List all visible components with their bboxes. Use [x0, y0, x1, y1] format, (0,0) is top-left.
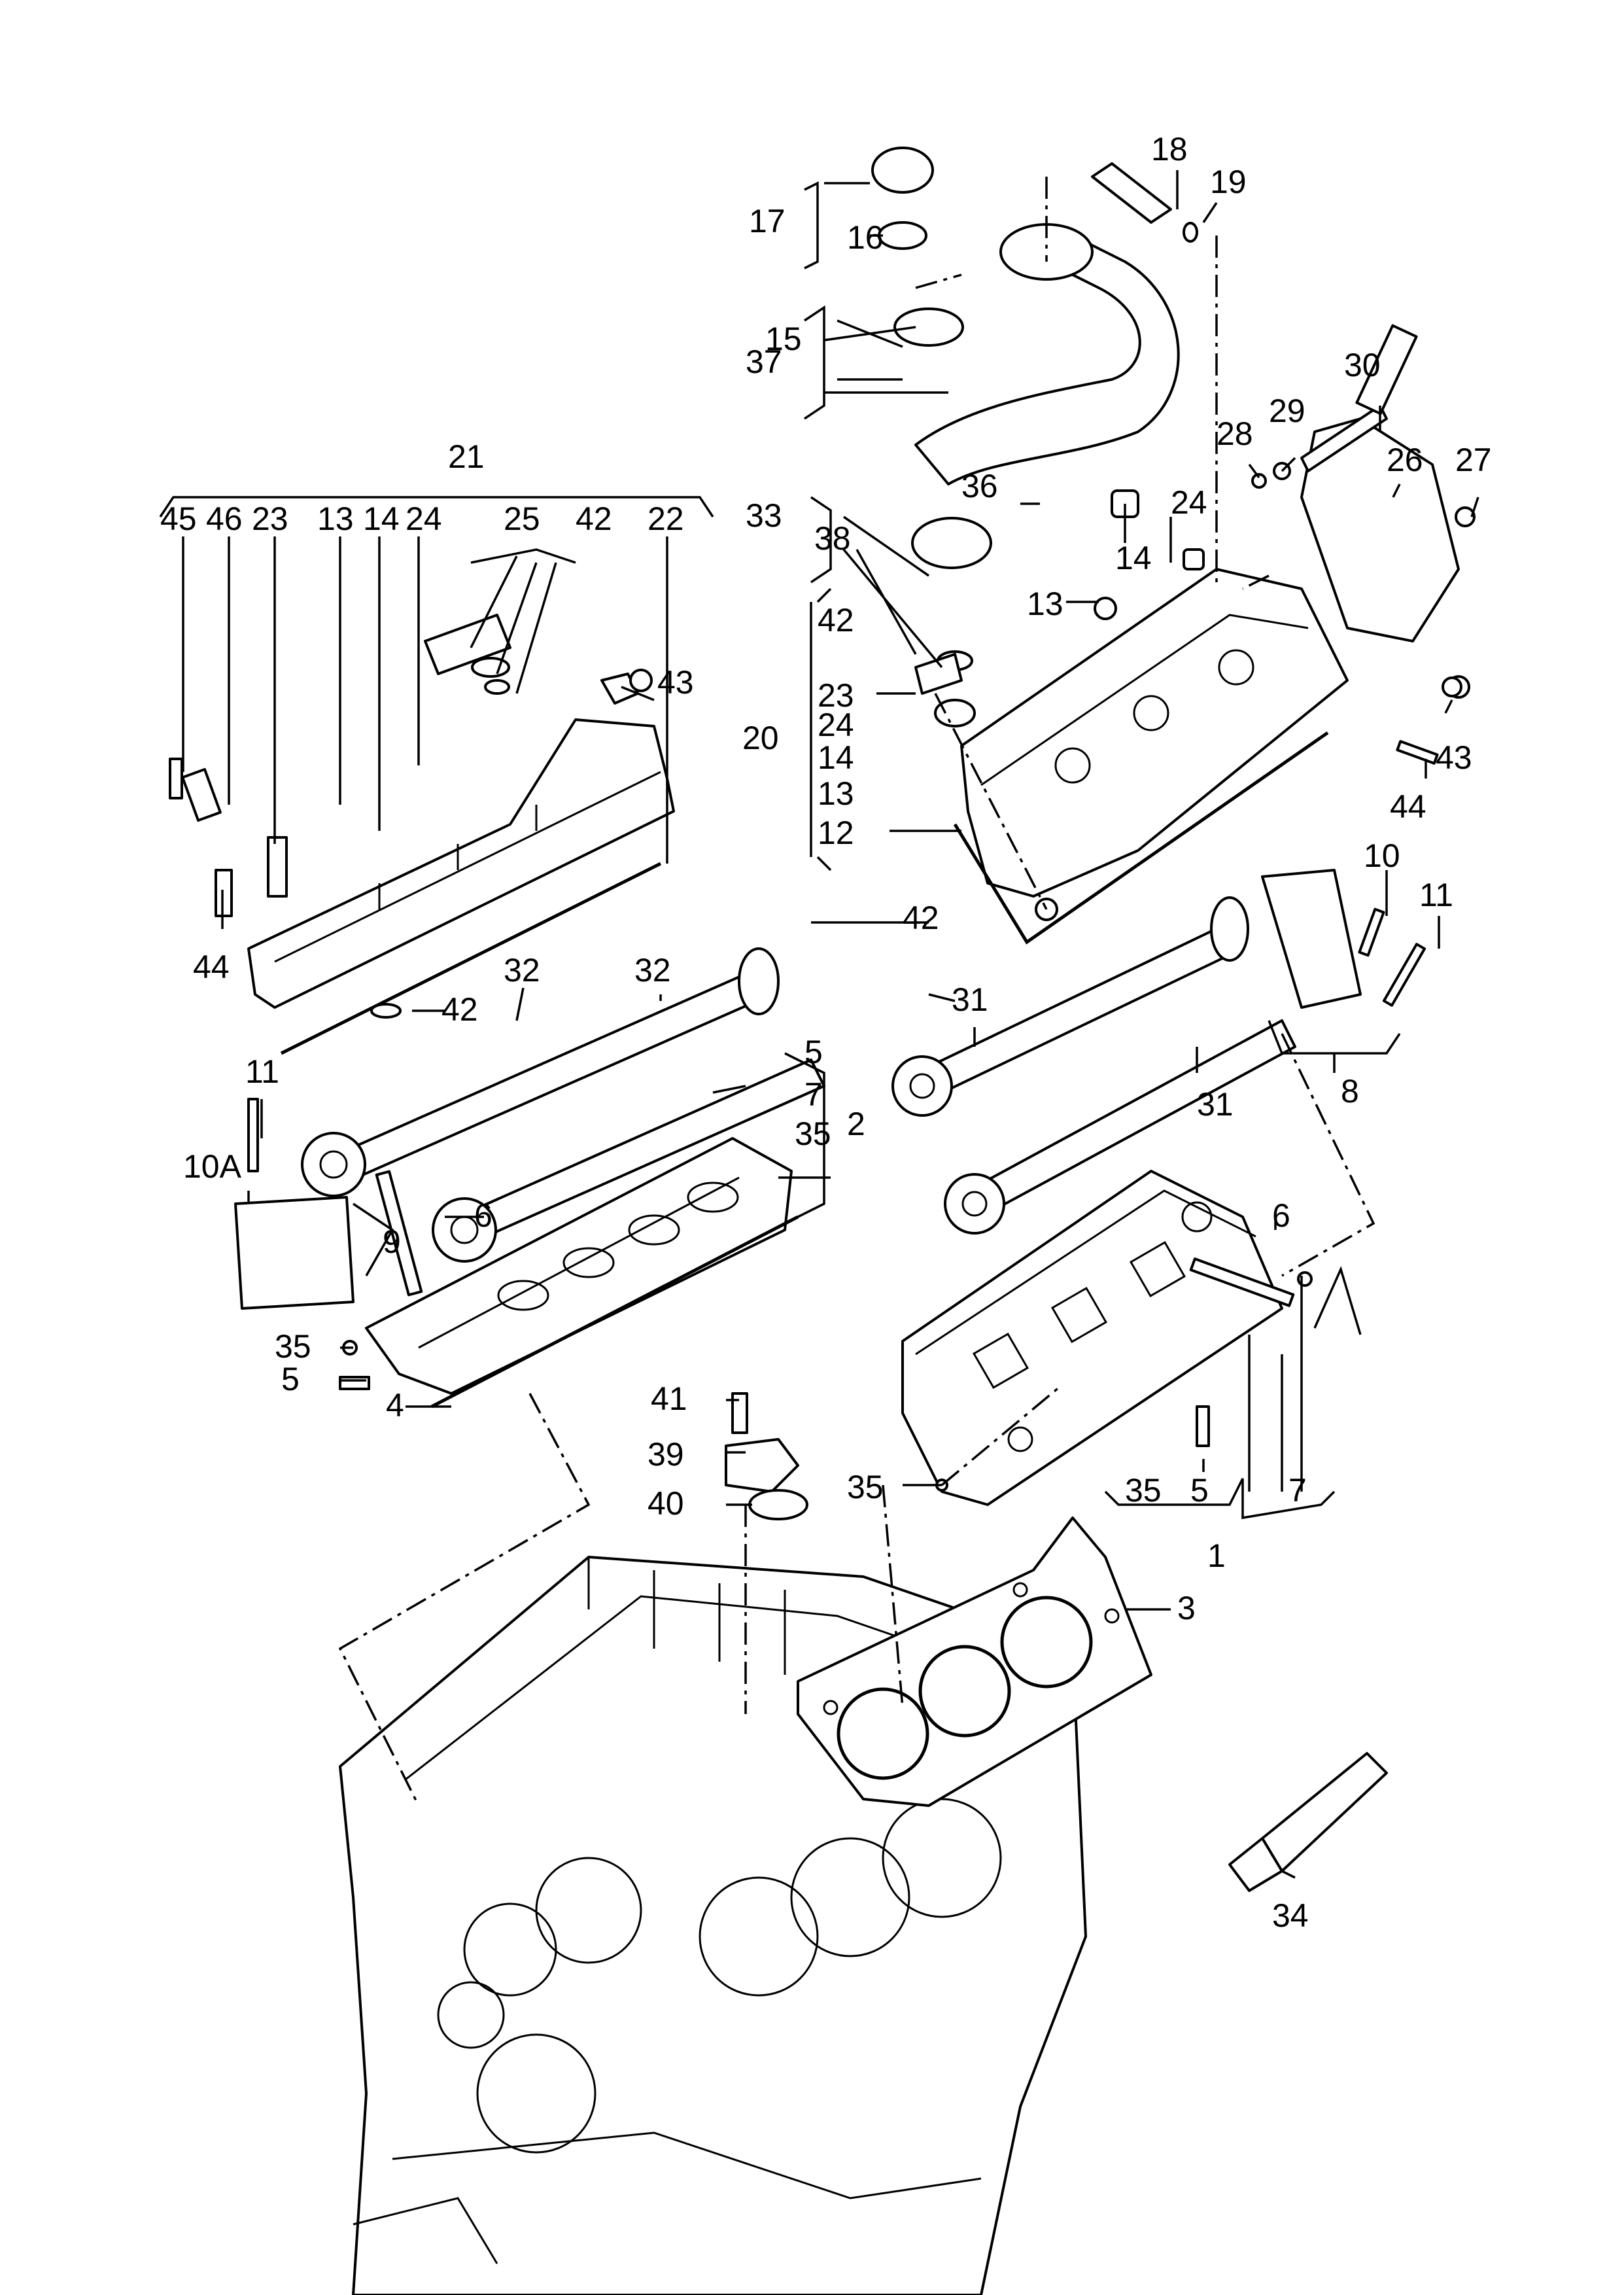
callout-10A: 10A [183, 1148, 242, 1185]
callout-26: 26 [1387, 442, 1423, 478]
callout-35-d: 35 [1125, 1472, 1162, 1509]
callout-28: 28 [1217, 415, 1253, 452]
callout-42-a: 42 [576, 500, 612, 537]
callout-43-b: 43 [1436, 739, 1472, 776]
callout-22: 22 [648, 500, 684, 537]
cover-plate-and-seal [725, 1392, 808, 1520]
callout-13-c: 13 [818, 775, 854, 812]
callout-32-a: 32 [504, 952, 540, 989]
callout-16: 16 [847, 219, 884, 256]
callout-15: 15 [765, 321, 802, 357]
callout-35-c: 35 [847, 1469, 884, 1505]
callout-27: 27 [1455, 442, 1492, 478]
left-camshaft-upper [301, 947, 780, 1197]
callout-10: 10 [1364, 837, 1400, 874]
callout-32-b: 32 [634, 952, 671, 989]
callout-12: 12 [818, 815, 854, 851]
callout-11-a: 11 [245, 1053, 279, 1090]
callout-6-b: 6 [1272, 1197, 1290, 1234]
callout-31-a: 31 [952, 981, 988, 1018]
assembly-lines [338, 177, 1375, 1806]
callout-13-a: 13 [317, 500, 354, 537]
right-camshaft-upper [891, 896, 1249, 1117]
right-camshaft-lower [944, 1019, 1296, 1235]
callout-24-b: 24 [1171, 484, 1207, 521]
callout-42-d: 42 [903, 900, 939, 936]
left-small-parts [169, 614, 639, 1390]
callout-23-b: 23 [818, 677, 854, 714]
callout-5-a: 5 [804, 1034, 823, 1070]
callout-labels: 1 2 3 4 5 5 5 6 6 7 7 8 9 10 10A 11 11 1… [160, 131, 1492, 1934]
right-cylinder-head [901, 1170, 1283, 1506]
head-gasket [797, 1516, 1152, 1807]
callout-37: 37 [746, 343, 782, 380]
callout-45: 45 [160, 500, 197, 537]
callout-35-a: 35 [795, 1115, 831, 1152]
breather-hose-assembly [871, 147, 1198, 727]
sealant-tube [1228, 1752, 1388, 1892]
callout-14-b: 14 [1115, 540, 1152, 576]
callout-1: 1 [1207, 1537, 1226, 1574]
callout-43-a: 43 [657, 664, 694, 701]
callout-36: 36 [961, 468, 998, 504]
callout-5-c: 5 [1190, 1472, 1209, 1509]
callout-24-a: 24 [406, 500, 442, 537]
callout-11-b: 11 [1419, 877, 1453, 913]
callout-14-a: 14 [363, 500, 400, 537]
callout-14-c: 14 [818, 739, 854, 776]
callout-5-b: 5 [281, 1361, 300, 1397]
callout-2: 2 [847, 1106, 865, 1142]
callout-44-a: 44 [193, 949, 230, 985]
right-small-parts [629, 489, 1462, 1492]
callout-6-a: 6 [474, 1197, 492, 1234]
callout-38: 38 [814, 520, 851, 557]
callout-41: 41 [651, 1380, 687, 1417]
callout-42-c: 42 [818, 602, 854, 639]
callout-9: 9 [383, 1223, 401, 1260]
callout-17: 17 [749, 203, 786, 239]
callout-4: 4 [386, 1387, 404, 1424]
callout-18: 18 [1151, 131, 1188, 167]
callout-13-b: 13 [1027, 586, 1063, 622]
camshafts [301, 896, 1296, 1263]
callout-24-c: 24 [818, 707, 854, 743]
callout-29: 29 [1269, 393, 1305, 429]
callout-42-b: 42 [441, 991, 478, 1028]
leader-lines [159, 170, 1479, 1879]
callout-7-b: 7 [1288, 1472, 1307, 1509]
callout-20: 20 [742, 720, 779, 756]
callout-39: 39 [648, 1436, 684, 1473]
right-valve-cover [953, 568, 1349, 945]
callout-44-b: 44 [1390, 788, 1426, 825]
left-cylinder-head [365, 1137, 799, 1409]
callout-33: 33 [746, 497, 782, 534]
callout-3: 3 [1177, 1590, 1196, 1626]
callout-21: 21 [448, 438, 485, 475]
callout-46: 46 [206, 500, 243, 537]
callout-23-a: 23 [252, 500, 288, 537]
callout-34: 34 [1272, 1897, 1309, 1934]
callout-35-b: 35 [275, 1328, 311, 1365]
injector-and-heat-shield [1251, 324, 1476, 699]
callout-40: 40 [648, 1485, 684, 1522]
callout-7-a: 7 [804, 1076, 823, 1113]
callout-19: 19 [1210, 164, 1247, 200]
callout-30: 30 [1344, 347, 1381, 383]
callout-31-b: 31 [1197, 1086, 1234, 1123]
callout-25: 25 [504, 500, 540, 537]
callout-8: 8 [1341, 1073, 1359, 1110]
